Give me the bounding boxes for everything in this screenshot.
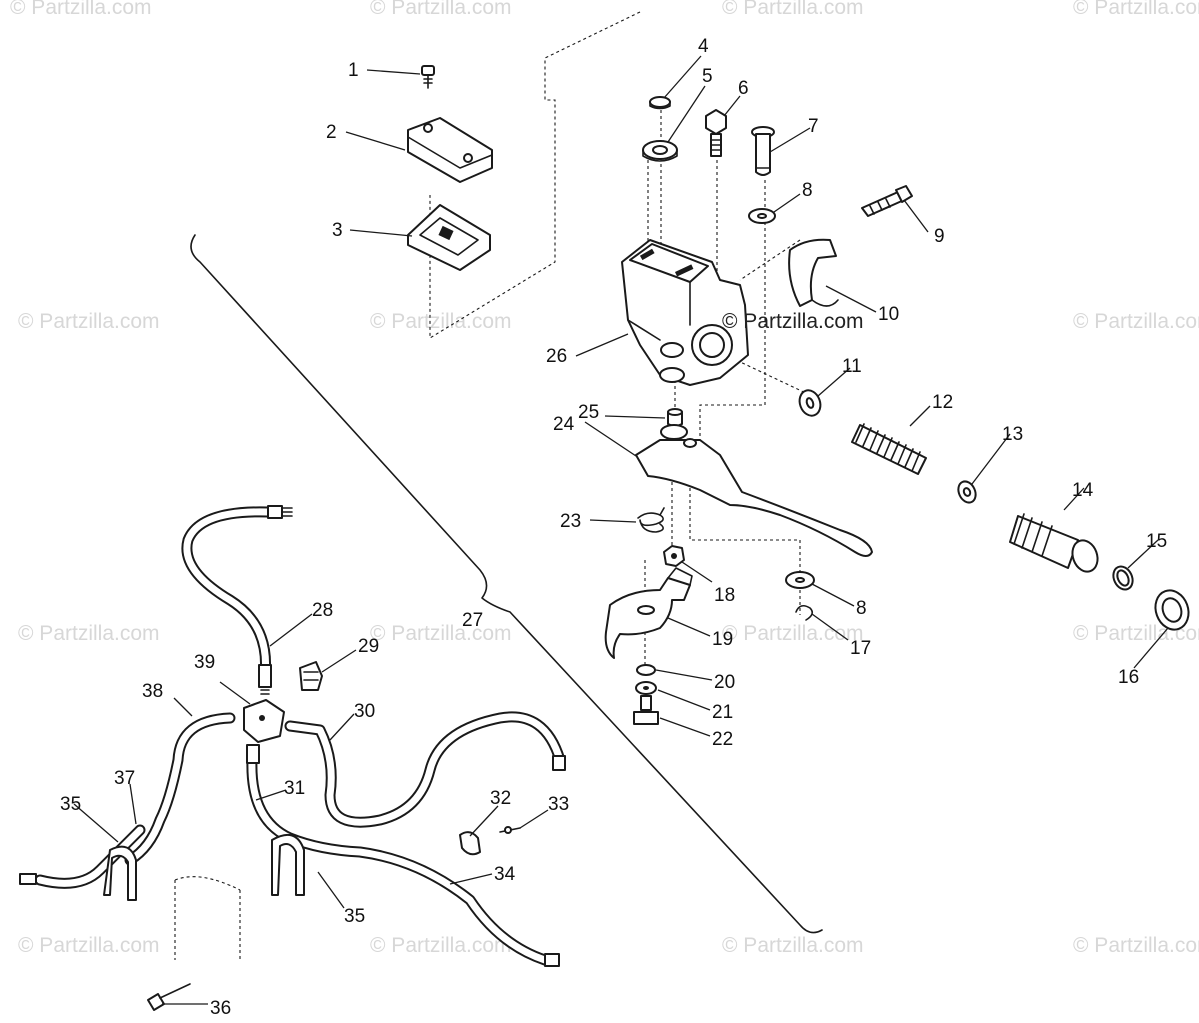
callout-2: 2 bbox=[326, 122, 337, 143]
screw-1 bbox=[421, 65, 435, 89]
brake-lever-24 bbox=[635, 424, 873, 557]
spring-12 bbox=[851, 423, 927, 475]
callout-29: 29 bbox=[358, 636, 379, 657]
watermark: © Partzilla.com bbox=[1073, 0, 1199, 19]
callout-14: 14 bbox=[1072, 480, 1094, 501]
watermark: © Partzilla.com bbox=[1073, 934, 1199, 957]
master-cylinder-26 bbox=[621, 239, 749, 386]
callout-31: 31 bbox=[284, 778, 305, 799]
callout-21: 21 bbox=[712, 702, 733, 723]
callout-6: 6 bbox=[738, 78, 749, 99]
callout-20: 20 bbox=[714, 672, 735, 693]
watermark: © Partzilla.com bbox=[370, 310, 512, 333]
washer-11 bbox=[798, 389, 822, 417]
pivot-pin-7 bbox=[751, 126, 775, 176]
callout-16: 16 bbox=[1118, 667, 1139, 688]
watermark: © Partzilla.com bbox=[722, 0, 864, 19]
bolt-22 bbox=[633, 695, 659, 725]
callout-5: 5 bbox=[702, 66, 713, 87]
callout-9: 9 bbox=[934, 226, 945, 247]
watermark: © Partzilla.com bbox=[370, 622, 512, 645]
callout-labels: 1 2 3 4 5 6 7 8 9 10 11 12 13 14 15 16 1… bbox=[60, 36, 1167, 1019]
callout-22: 22 bbox=[712, 729, 733, 750]
callout-27: 27 bbox=[462, 610, 483, 631]
callout-38: 38 bbox=[142, 681, 163, 702]
callout-37: 37 bbox=[114, 768, 135, 789]
callout-30: 30 bbox=[354, 701, 375, 722]
callout-13: 13 bbox=[1002, 424, 1023, 445]
assembly-lines bbox=[644, 110, 811, 665]
watermark: © Partzilla.com bbox=[370, 934, 512, 957]
callout-15: 15 bbox=[1146, 531, 1167, 552]
callout-32: 32 bbox=[490, 788, 511, 809]
watermark: © Partzilla.com bbox=[18, 622, 160, 645]
circlip-15 bbox=[1112, 565, 1134, 591]
callout-4: 4 bbox=[698, 36, 709, 57]
washer-8b bbox=[785, 571, 815, 589]
watermark: © Partzilla.com bbox=[10, 0, 152, 19]
piston-14 bbox=[1009, 513, 1099, 573]
callout-35: 35 bbox=[60, 794, 81, 815]
callout-11: 11 bbox=[842, 356, 862, 377]
clip-17 bbox=[795, 604, 814, 621]
watermark: © Partzilla.com bbox=[722, 934, 864, 957]
boot-16 bbox=[1154, 589, 1190, 631]
callout-1: 1 bbox=[348, 60, 359, 81]
cap-group-bracket bbox=[429, 11, 641, 339]
nut-18 bbox=[663, 545, 685, 567]
washer-13 bbox=[957, 480, 977, 504]
watermark: © Partzilla.com bbox=[18, 934, 160, 957]
copyright-text: © Partzilla.com bbox=[722, 310, 864, 333]
callout-7: 7 bbox=[808, 116, 819, 137]
bolt-6 bbox=[705, 109, 727, 157]
callout-17: 17 bbox=[850, 638, 871, 659]
watermark: © Partzilla.com bbox=[18, 310, 160, 333]
washer-8 bbox=[748, 208, 776, 224]
callout-28: 28 bbox=[312, 600, 333, 621]
diaphragm-3 bbox=[407, 204, 491, 271]
washer-20 bbox=[636, 664, 656, 676]
callout-36: 36 bbox=[210, 998, 231, 1019]
reservoir-cover-2 bbox=[407, 117, 493, 183]
callout-19: 19 bbox=[712, 629, 733, 650]
callout-24: 24 bbox=[553, 414, 575, 435]
callout-25: 25 bbox=[578, 402, 599, 423]
group-bracket-line bbox=[190, 234, 823, 934]
callout-35b: 35 bbox=[344, 906, 365, 927]
callout-23: 23 bbox=[560, 511, 581, 532]
seal-5 bbox=[642, 140, 678, 162]
watermark: © Partzilla.com bbox=[722, 622, 864, 645]
callout-26: 26 bbox=[546, 346, 567, 367]
bushing-25 bbox=[667, 408, 683, 427]
callout-8b: 8 bbox=[856, 598, 867, 619]
callout-12: 12 bbox=[932, 392, 953, 413]
leader-lines bbox=[73, 55, 1169, 1005]
washer-21 bbox=[635, 681, 657, 695]
callout-34: 34 bbox=[494, 864, 516, 885]
clamp-10 bbox=[788, 238, 839, 307]
spring-23 bbox=[637, 507, 665, 533]
callout-18: 18 bbox=[714, 585, 735, 606]
watermark: © Partzilla.com bbox=[1073, 310, 1199, 333]
hose-assembly bbox=[19, 505, 566, 1011]
callout-3: 3 bbox=[332, 220, 343, 241]
cap-4 bbox=[649, 96, 671, 110]
callout-39: 39 bbox=[194, 652, 215, 673]
watermarks: © Partzilla.com © Partzilla.com © Partzi… bbox=[10, 0, 1199, 957]
watermark: © Partzilla.com bbox=[370, 0, 512, 19]
callout-33: 33 bbox=[548, 794, 569, 815]
callout-10: 10 bbox=[878, 304, 899, 325]
callout-8: 8 bbox=[802, 180, 813, 201]
bracket-19 bbox=[604, 567, 693, 659]
